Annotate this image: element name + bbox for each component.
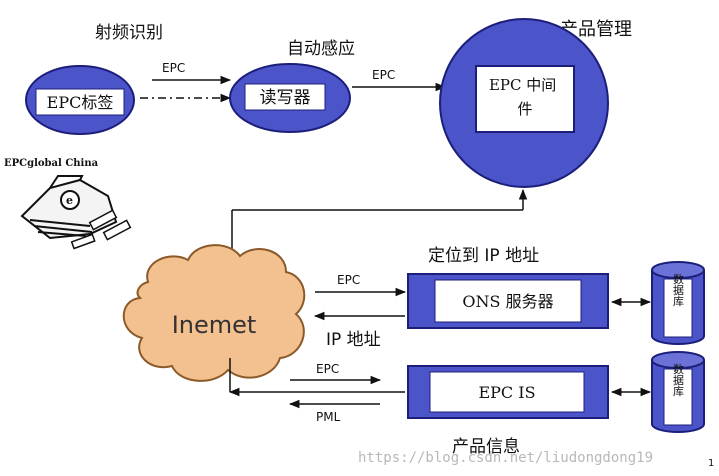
- internet-cloud-node: Inemet: [122, 244, 306, 382]
- reader-to-middleware-arrow: EPC: [352, 68, 447, 92]
- middleware-label-line1: EPC 中间: [489, 76, 556, 94]
- auto-sense-label: 自动感应: [287, 39, 355, 59]
- from-ons-label: IP 地址: [326, 330, 381, 350]
- epc-is-inner-box: [429, 371, 585, 413]
- epc-is-label: EPC IS: [478, 383, 535, 402]
- internet-cloud-shape: [122, 244, 306, 382]
- logo-chip3: [70, 233, 96, 250]
- logo-base-stripes: [29, 219, 93, 237]
- logo-chip2: [102, 219, 132, 241]
- database-1-top: [651, 261, 705, 279]
- database-2-label: 数据库: [672, 363, 685, 397]
- reader-to-middleware-label: EPC: [372, 68, 395, 82]
- to-ons-arrow: EPC: [315, 273, 407, 297]
- tag-to-reader-label: EPC: [162, 61, 185, 75]
- from-ons-arrow: IP 地址: [313, 311, 405, 350]
- page-number: 1: [708, 458, 714, 469]
- ons-server-inner-box: [434, 279, 582, 323]
- logo-e-letter: e: [66, 194, 73, 207]
- product-info-label: 产品信息: [452, 437, 520, 457]
- reader-label: 读写器: [260, 88, 311, 108]
- from-epcis-label: PML: [316, 410, 341, 424]
- rfid-label: 射频识别: [95, 23, 163, 43]
- logo-e-circle: [60, 190, 80, 210]
- middleware-label: EPC 中间 件: [489, 76, 561, 118]
- database-2-top: [651, 351, 705, 369]
- epc-tag-node: EPC标签: [25, 65, 135, 135]
- epc-tag-label: EPC标签: [47, 93, 114, 112]
- product-mgmt-label: 产品管理: [560, 19, 632, 40]
- logo-chip1: [88, 209, 118, 231]
- internet-label: Inemet: [172, 311, 257, 339]
- reader-node: 读写器: [229, 63, 351, 133]
- to-ons-label: EPC: [337, 273, 360, 287]
- epcglobal-label: EPCglobal China: [4, 158, 99, 169]
- locate-ip-label: 定位到 IP 地址: [428, 246, 539, 266]
- middleware-label-line2: 件: [517, 100, 532, 118]
- tag-to-reader-arrow: EPC: [140, 61, 232, 103]
- database-1-label-box: [663, 278, 693, 338]
- ons-server-label: ONS 服务器: [462, 292, 553, 311]
- ons-server-node: ONS 服务器: [407, 273, 609, 329]
- database-1: 数据库: [651, 261, 705, 345]
- database-1-label: 数据库: [672, 273, 685, 307]
- epcglobal-logo: EPCglobal China e: [4, 158, 132, 250]
- watermark: https://blog.csdn.net/liudongdong19: [358, 450, 653, 466]
- middleware-node: EPC 中间 件: [439, 18, 609, 188]
- epc-tag-label-box: [35, 88, 125, 116]
- to-epcis-arrow: EPC: [290, 362, 382, 385]
- reader-label-box: [244, 83, 326, 111]
- database-2: 数据库: [651, 351, 705, 433]
- database-2-label-box: [663, 368, 693, 426]
- to-epcis-label: EPC: [316, 362, 339, 376]
- logo-shell: [49, 175, 84, 189]
- logo-graphic: e: [20, 175, 132, 250]
- epc-is-node: EPC IS: [407, 365, 609, 419]
- middleware-label-box: [475, 65, 575, 133]
- from-epcis-arrow: PML: [288, 399, 380, 424]
